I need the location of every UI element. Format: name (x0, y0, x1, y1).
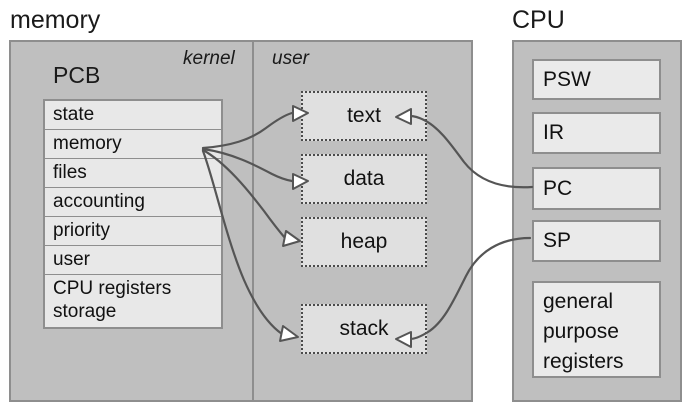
segment-stack: stack (301, 304, 427, 354)
register-psw: PSW (532, 59, 661, 100)
segment-text: text (301, 91, 427, 141)
gpr-line3: registers (543, 350, 624, 373)
register-sp: SP (532, 220, 661, 262)
register-pc: PC (532, 167, 661, 210)
gpr-line1: general (543, 290, 614, 313)
pcb-row-state: state (45, 101, 221, 130)
register-general-purpose: general purpose registers (532, 281, 661, 378)
cpu-panel-title: CPU (512, 6, 565, 34)
pcb-row-accounting: accounting (45, 188, 221, 217)
pcb-row-memory: memory (45, 130, 221, 159)
segment-data: data (301, 154, 427, 204)
pcb-row-user: user (45, 246, 221, 275)
pcb-row-files: files (45, 159, 221, 188)
pcb-row-cpu-registers-storage: CPU registers storage (45, 275, 221, 327)
memory-panel-title: memory (10, 6, 101, 34)
pcb-row-priority: priority (45, 217, 221, 246)
user-space-label: user (272, 48, 309, 69)
gpr-line2: purpose (543, 320, 619, 343)
pcb-row-cpu-registers-line2: storage (53, 301, 117, 322)
segment-heap: heap (301, 217, 427, 267)
register-ir: IR (532, 112, 661, 154)
kernel-space-label: kernel (183, 48, 235, 69)
kernel-user-divider (252, 42, 254, 400)
pcb-row-cpu-registers-line1: CPU registers (53, 278, 172, 299)
pcb-title: PCB (53, 62, 101, 88)
pcb-table: state memory files accounting priority u… (43, 99, 223, 329)
